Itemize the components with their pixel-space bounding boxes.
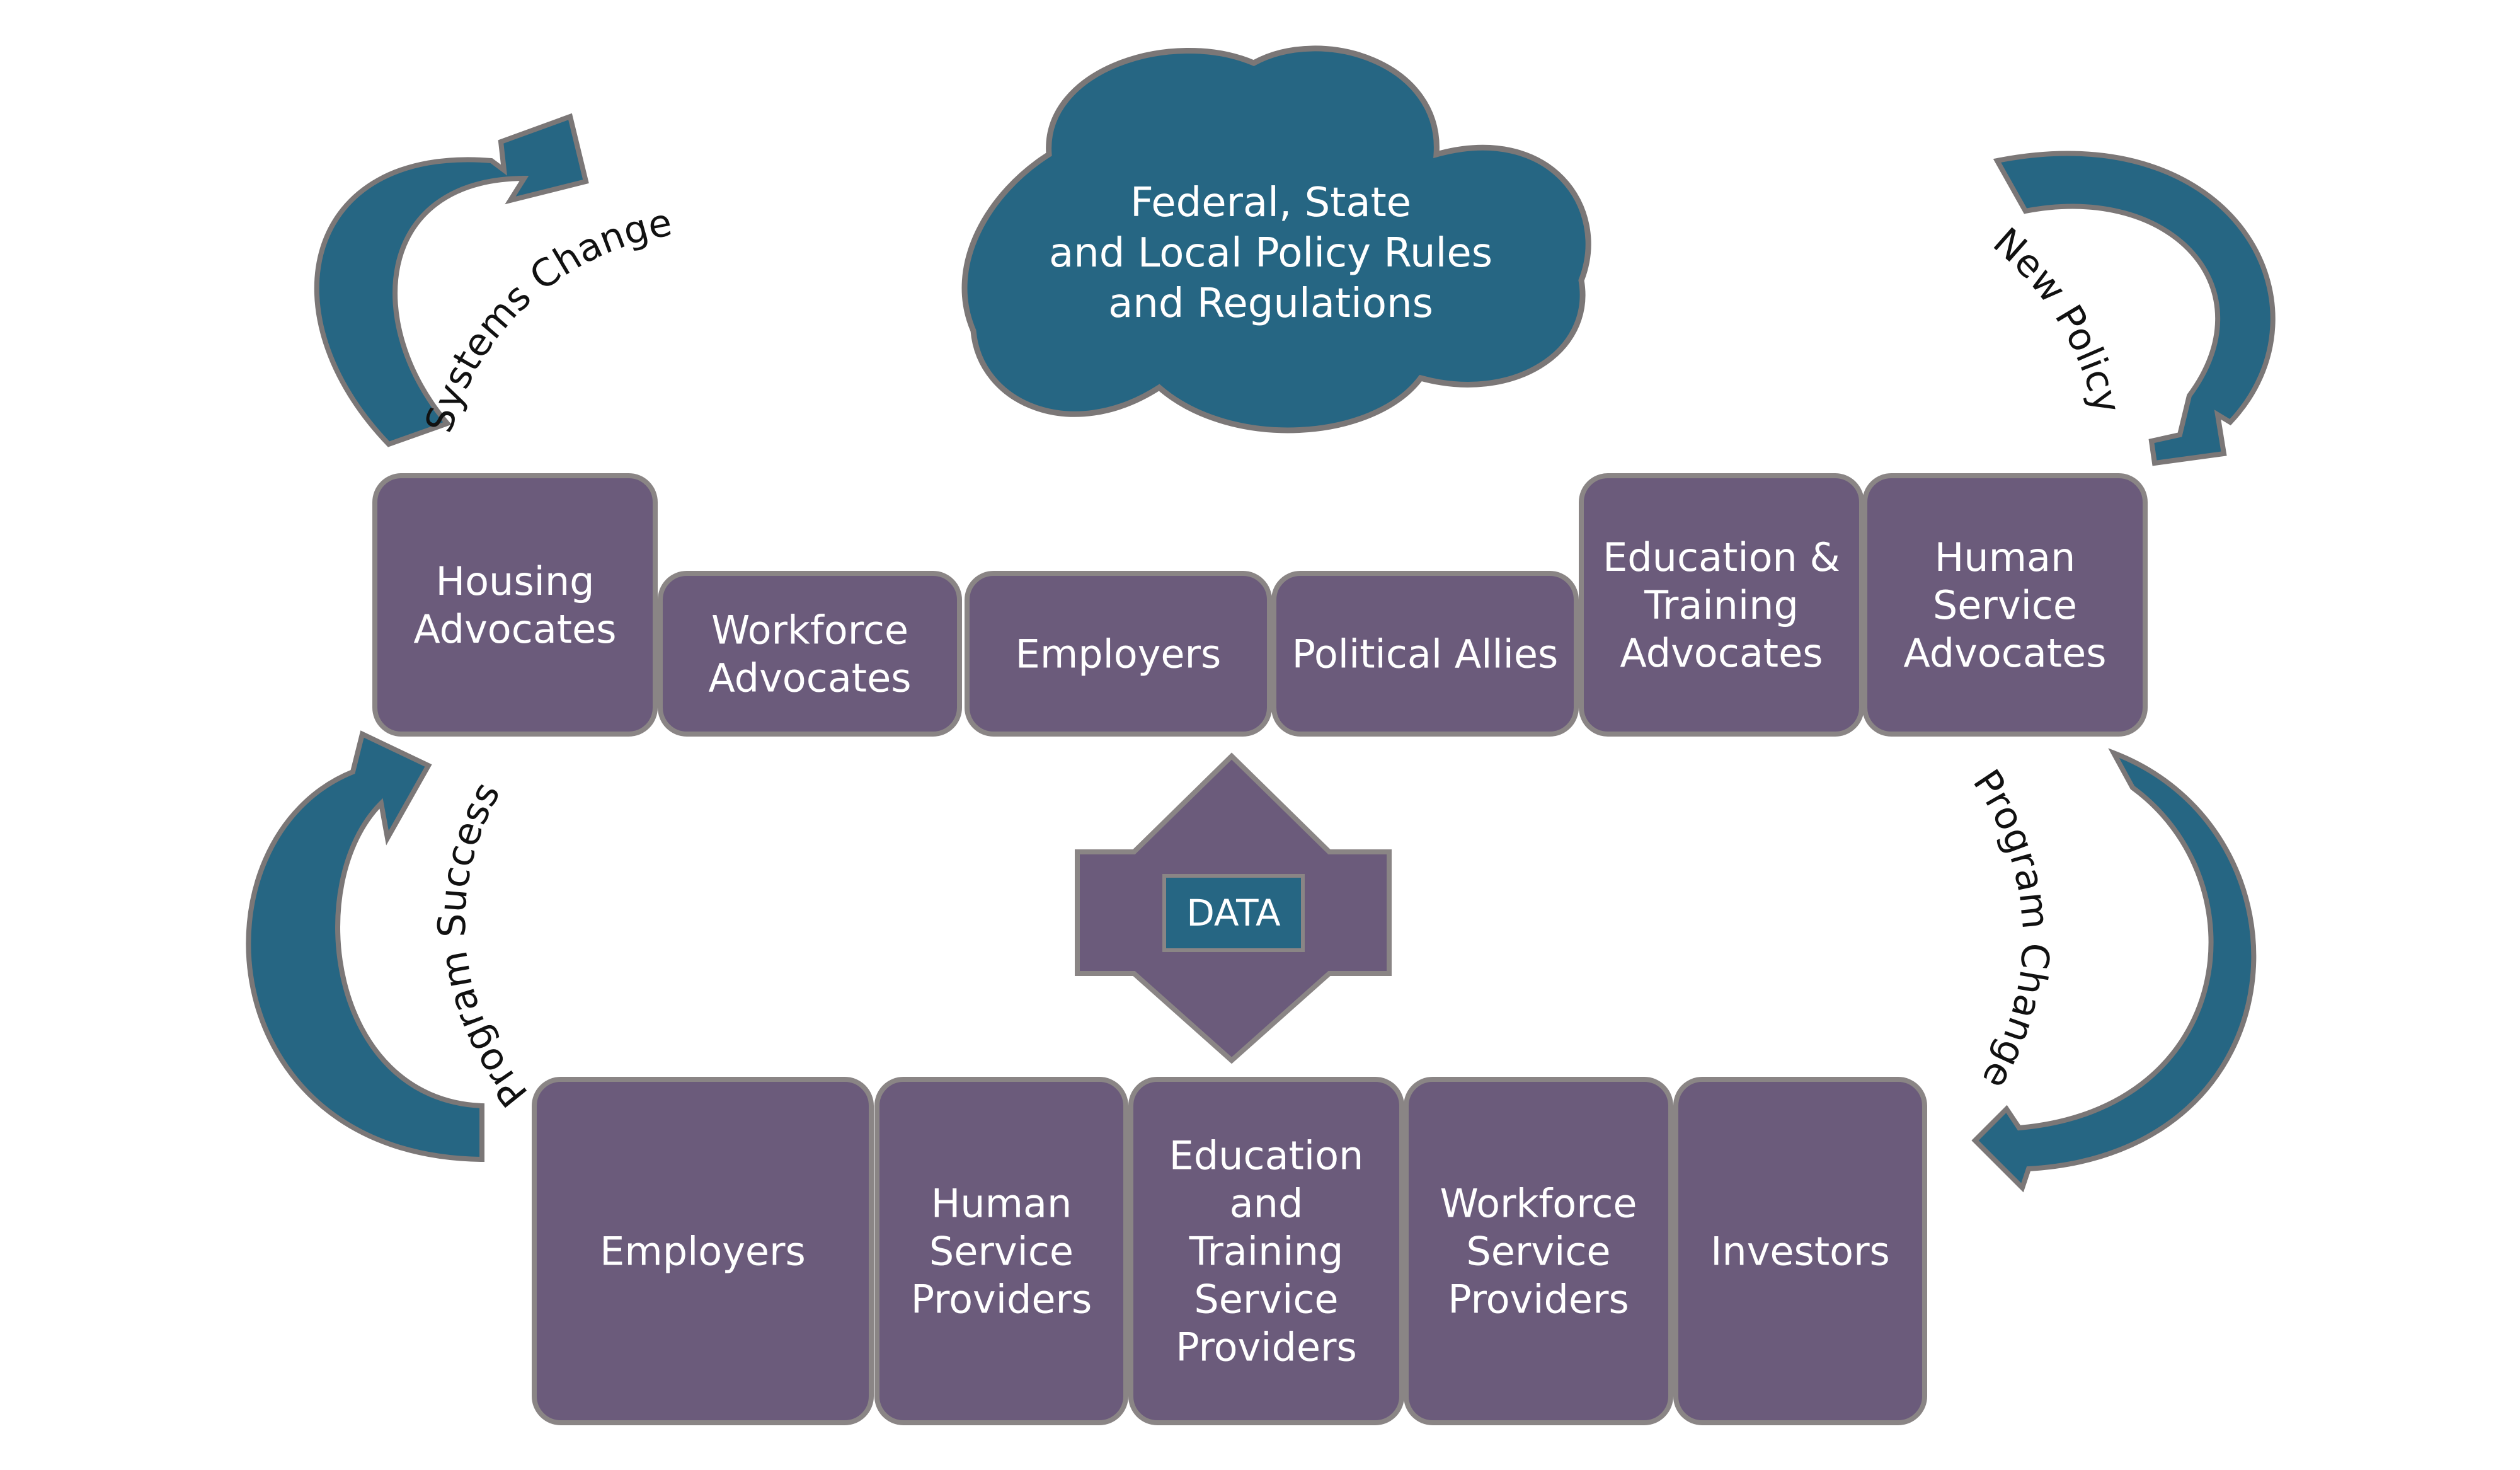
box-shape: [1673, 1077, 1927, 1425]
curved-arrow-icon: [314, 113, 589, 447]
providers-row: EmployersHumanServiceProvidersEducationa…: [532, 1077, 1927, 1425]
box-label-line: Service: [1194, 1277, 1338, 1323]
cloud-line-2: and Local Policy Rules: [1049, 230, 1492, 277]
box-label-line: Political Allies: [1292, 631, 1559, 677]
box-label-line: Providers: [1448, 1277, 1629, 1323]
curved-arrow-icon: [1971, 748, 2257, 1193]
box-label-line: Housing: [435, 558, 594, 604]
box-label-line: Employers: [1016, 631, 1222, 677]
box-shape: [1579, 473, 1864, 737]
box-political-allies: Political Allies: [1271, 571, 1579, 737]
systems-change-label: Systems Change: [417, 200, 675, 437]
box-label-line: Providers: [1176, 1324, 1357, 1370]
box-shape: [1404, 1077, 1673, 1425]
new-policy-arrow: [1993, 151, 2276, 466]
box-shape: [1271, 571, 1579, 737]
box-label-line: Providers: [911, 1277, 1092, 1323]
box-employers-bottom: Employers: [532, 1077, 874, 1425]
box-employers-top: Employers: [965, 571, 1272, 737]
program-changes-arrow: [1971, 748, 2257, 1193]
box-label-line: Training: [1189, 1229, 1344, 1275]
box-label-line: Workforce: [1440, 1181, 1637, 1227]
box-shape: [1862, 473, 2148, 737]
box-shape: [532, 1077, 874, 1425]
box-label-line: Service: [1466, 1229, 1610, 1275]
cloud-line-3: and Regulations: [1108, 280, 1433, 327]
box-label-line: Training: [1644, 582, 1799, 628]
box-shape: [372, 473, 658, 737]
data-label: DATA: [1186, 892, 1281, 934]
box-label-line: Advocates: [1620, 630, 1823, 676]
policy-cloud: Federal, State and Local Policy Rules an…: [961, 45, 1591, 434]
box-shape: [1128, 1077, 1404, 1425]
data-label-box: [1162, 874, 1305, 952]
program-success-arrow: [246, 730, 484, 1163]
box-label-line: Human: [931, 1181, 1072, 1227]
box-label-line: Advocates: [708, 655, 911, 701]
box-investors: Investors: [1673, 1077, 1927, 1425]
box-label-line: Investors: [1710, 1229, 1890, 1275]
box-label-line: Advocates: [1903, 630, 2106, 676]
box-shape: [965, 571, 1272, 737]
box-label-line: Employers: [600, 1229, 806, 1275]
new-policy-label: New Policy: [1984, 219, 2129, 418]
curved-arrow-icon: [246, 730, 484, 1163]
box-shape: [658, 571, 962, 737]
box-label-line: Service: [929, 1229, 1074, 1275]
systems-change-arrow: [314, 113, 589, 447]
cloud-line-1: Federal, State: [1130, 180, 1411, 226]
box-shape: [874, 1077, 1128, 1425]
program-success-label: Program Success: [430, 775, 537, 1115]
box-label-line: Human: [1935, 534, 2076, 580]
box-label-line: Education &: [1603, 534, 1840, 580]
box-label-line: Advocates: [413, 606, 616, 652]
box-label-line: Education: [1169, 1133, 1364, 1179]
box-label-line: and: [1230, 1181, 1303, 1227]
box-label-line: Workforce: [711, 607, 908, 653]
data-hub: DATA: [1075, 752, 1392, 1064]
curved-arrow-icon: [1993, 151, 2276, 466]
box-label-line: Service: [1933, 582, 2077, 628]
cloud-shape: [961, 45, 1591, 434]
